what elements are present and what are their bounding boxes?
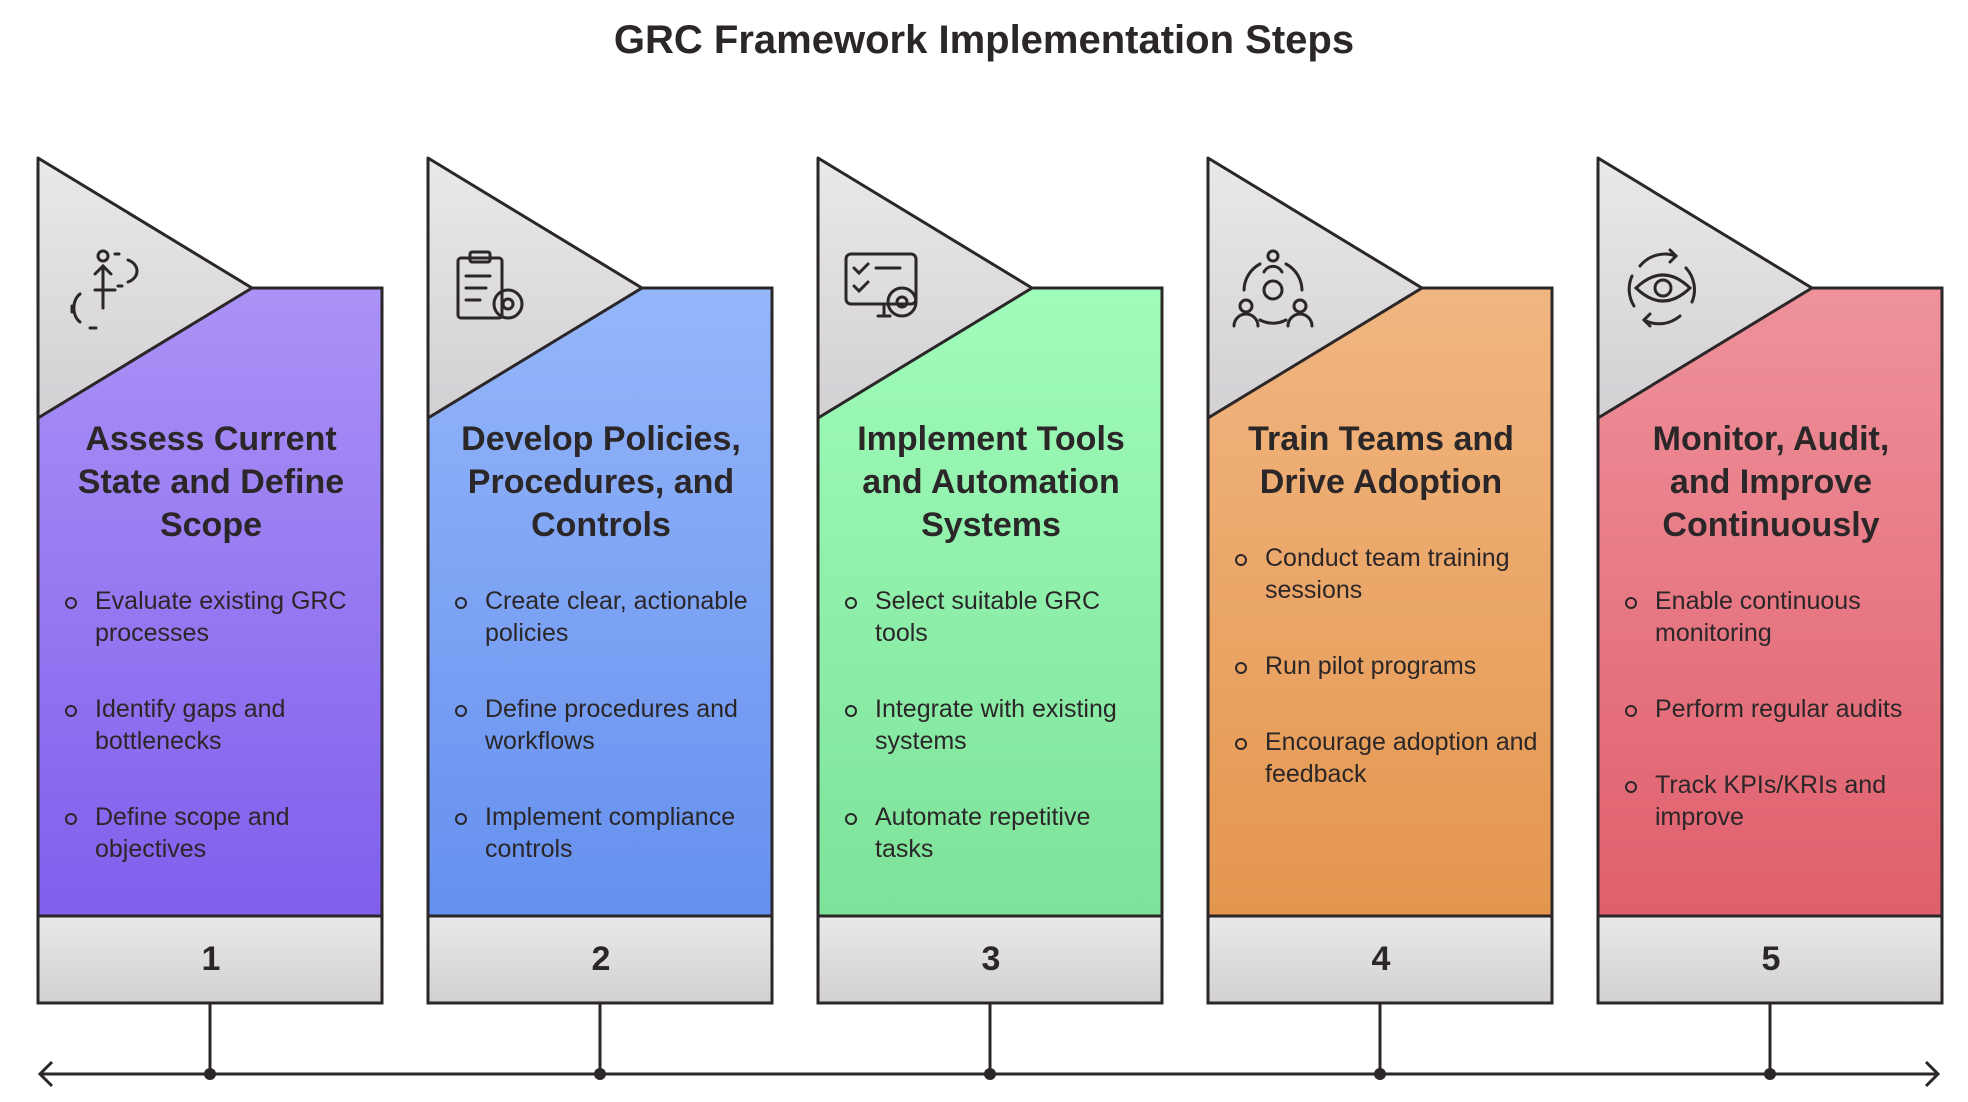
step-triangle bbox=[1206, 156, 1424, 420]
bullet-item: Implement compliance controls bbox=[450, 801, 760, 865]
bullet-icon bbox=[845, 597, 857, 609]
step-card-5: Monitor, Audit, and Improve Continuously… bbox=[1596, 156, 1944, 1005]
step-number-box bbox=[1206, 914, 1554, 1005]
step-card-shape bbox=[1206, 156, 1554, 1005]
bullet-icon bbox=[1625, 705, 1637, 717]
step-number-box bbox=[426, 914, 774, 1005]
timeline-right-arrow-icon bbox=[1924, 1060, 1941, 1088]
bullet-item: Define scope and objectives bbox=[60, 801, 370, 865]
bullet-icon bbox=[65, 813, 77, 825]
bullet-text: Define scope and objectives bbox=[95, 803, 290, 863]
step-number-box bbox=[36, 914, 384, 1005]
bullet-item: Select suitable GRC tools bbox=[840, 585, 1150, 649]
bullet-text: Identify gaps and bottlenecks bbox=[95, 695, 286, 755]
bullet-icon bbox=[455, 597, 467, 609]
target-arrow-icon bbox=[70, 249, 139, 330]
timeline-dot bbox=[204, 1068, 216, 1080]
step-triangle bbox=[816, 156, 1034, 420]
bullet-item: Integrate with existing systems bbox=[840, 693, 1150, 757]
step-number: 3 bbox=[981, 940, 1001, 978]
step-card-1: Assess Current State and Define Scope Ev… bbox=[36, 156, 384, 1005]
step-number-box bbox=[1596, 914, 1944, 1005]
step-heading: Assess Current State and Define Scope bbox=[77, 420, 345, 544]
bullet-icon bbox=[845, 705, 857, 717]
bullet-icon bbox=[845, 813, 857, 825]
step-card-shape bbox=[1596, 156, 1944, 1005]
step-card-2: Develop Policies, Procedures, and Contro… bbox=[426, 156, 774, 1005]
step-heading: Develop Policies, Procedures, and Contro… bbox=[461, 420, 741, 544]
bullet-item: Define procedures and workflows bbox=[450, 693, 760, 757]
bullet-text: Implement compliance controls bbox=[485, 803, 736, 863]
step-heading: Monitor, Audit, and Improve Continuously bbox=[1652, 420, 1890, 544]
step-card-shape bbox=[816, 156, 1164, 1005]
step-card-3: Implement Tools and Automation Systems S… bbox=[816, 156, 1164, 1005]
bullet-text: Track KPIs/KRIs and improve bbox=[1655, 771, 1887, 831]
step-number: 5 bbox=[1761, 940, 1781, 978]
bullet-item: Perform regular audits bbox=[1620, 693, 1930, 725]
bullet-item: Encourage adoption and feedback bbox=[1230, 726, 1540, 790]
bullet-icon bbox=[455, 705, 467, 717]
bullet-item: Identify gaps and bottlenecks bbox=[60, 693, 370, 757]
step-number: 4 bbox=[1371, 940, 1391, 978]
diagram-title: GRC Framework Implementation Steps bbox=[613, 18, 1355, 62]
step-triangle bbox=[1596, 156, 1814, 420]
bullet-text: Define procedures and workflows bbox=[485, 695, 738, 755]
bullet-icon bbox=[65, 705, 77, 717]
bullet-text: Enable continuous monitoring bbox=[1655, 587, 1861, 647]
eye-cycle-icon bbox=[1627, 248, 1696, 328]
bullet-icon bbox=[1235, 554, 1247, 566]
step-card-4: Train Teams and Drive Adoption Conduct t… bbox=[1206, 156, 1554, 1005]
bullet-icon bbox=[455, 813, 467, 825]
bullet-icon bbox=[1625, 781, 1637, 793]
bullet-text: Evaluate existing GRC processes bbox=[95, 587, 347, 647]
step-card-shape bbox=[426, 156, 774, 1005]
timeline-dot bbox=[1764, 1068, 1776, 1080]
bullet-text: Integrate with existing systems bbox=[875, 695, 1117, 755]
bullet-item: Conduct team training sessions bbox=[1230, 542, 1540, 606]
step-number: 1 bbox=[201, 940, 221, 978]
timeline-dot bbox=[984, 1068, 996, 1080]
step-heading: Train Teams and Drive Adoption bbox=[1248, 420, 1514, 501]
bullet-item: Create clear, actionable policies bbox=[450, 585, 760, 649]
bullet-text: Automate repetitive tasks bbox=[875, 803, 1091, 863]
bullet-item: Track KPIs/KRIs and improve bbox=[1620, 769, 1930, 833]
team-gear-icon bbox=[1232, 249, 1314, 328]
bullet-item: Evaluate existing GRC processes bbox=[60, 585, 370, 649]
timeline-dot bbox=[1374, 1068, 1386, 1080]
bullet-item: Run pilot programs bbox=[1230, 650, 1540, 682]
bullet-text: Create clear, actionable policies bbox=[485, 587, 748, 647]
timeline-dot bbox=[594, 1068, 606, 1080]
bullet-icon bbox=[1235, 738, 1247, 750]
bullet-text: Select suitable GRC tools bbox=[875, 587, 1101, 647]
step-number: 2 bbox=[591, 940, 611, 978]
bullet-icon bbox=[1235, 662, 1247, 674]
timeline-left-arrow-icon bbox=[37, 1060, 54, 1088]
step-number-box bbox=[816, 914, 1164, 1005]
step-heading: Implement Tools and Automation Systems bbox=[857, 420, 1125, 544]
bullet-icon bbox=[1625, 597, 1637, 609]
bullet-text: Conduct team training sessions bbox=[1265, 544, 1510, 604]
bullet-text: Perform regular audits bbox=[1655, 695, 1903, 723]
monitor-gear-icon bbox=[844, 252, 918, 318]
step-card-shape bbox=[36, 156, 384, 1005]
bullet-text: Encourage adoption and feedback bbox=[1265, 728, 1538, 788]
bullet-item: Automate repetitive tasks bbox=[840, 801, 1150, 865]
step-triangle bbox=[426, 156, 644, 420]
bullet-text: Run pilot programs bbox=[1265, 652, 1477, 680]
step-triangle bbox=[36, 156, 254, 420]
bullet-icon bbox=[65, 597, 77, 609]
clipboard-gear-icon bbox=[456, 250, 524, 320]
bullet-item: Enable continuous monitoring bbox=[1620, 585, 1930, 649]
